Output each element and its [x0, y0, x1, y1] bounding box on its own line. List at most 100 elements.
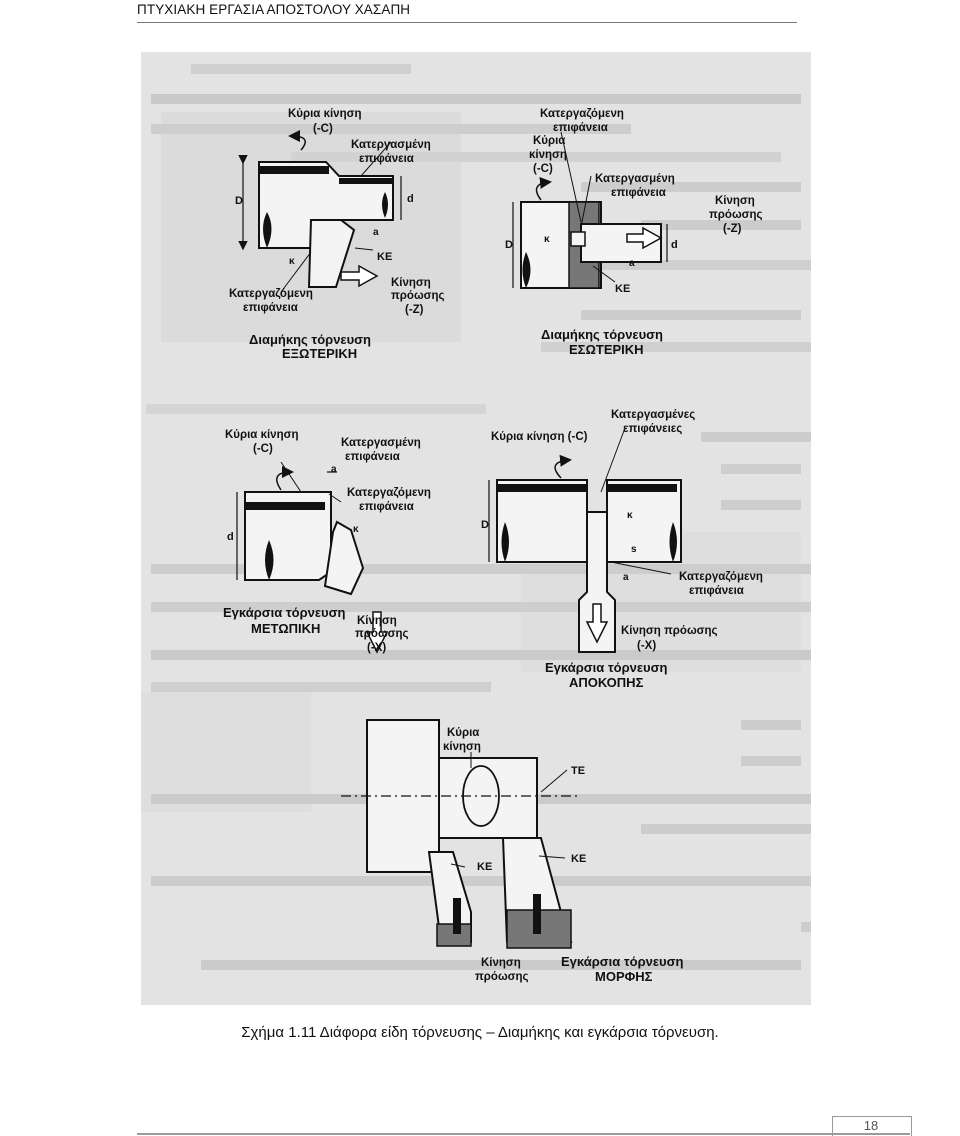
feed-arrow	[533, 894, 541, 934]
leader-line	[592, 265, 616, 283]
panel-title: Διαμήκης τόρνευση	[249, 332, 371, 347]
label-main-motion: Κύρια κίνηση (-C)	[491, 431, 588, 443]
label-machined-surface-2: επιφάνεια	[611, 187, 666, 199]
angle-k: κ	[289, 256, 295, 267]
feed-arrow	[585, 603, 609, 644]
angle-k: κ	[353, 524, 359, 535]
cut-band	[245, 502, 325, 510]
cutting-tool	[323, 520, 365, 596]
leader-line	[450, 863, 466, 868]
shading	[263, 212, 272, 248]
label-feed-2: πρόωσης	[709, 209, 763, 221]
cut-band	[259, 166, 329, 174]
dim-d: d	[671, 239, 678, 251]
panel-external-turning: Κύρια κίνηση (-C) Κατεργασμένη επιφάνεια…	[229, 108, 445, 361]
label-cutting-edge-2: ΚΕ	[571, 853, 586, 865]
label-workpiece-surface-2: επιφάνεια	[243, 302, 298, 314]
label-workpiece-surface-2: επιφάνεια	[553, 122, 608, 134]
label-machined-surfaces-2: επιφάνειες	[623, 423, 682, 435]
label-feed-code: (-X)	[367, 642, 386, 654]
label-machined-surface: Κατεργασμένη	[595, 173, 675, 185]
panel-subtitle: ΜΕΤΩΠΙΚΗ	[251, 621, 320, 636]
label-machined-surface-2: επιφάνεια	[359, 153, 414, 165]
label-feed: Κίνηση	[715, 195, 755, 207]
label-feed-2: πρόωσης	[475, 971, 529, 983]
figure-caption: Σχήμα 1.11 Διάφορα είδη τόρνευσης – Διαμ…	[241, 1024, 719, 1041]
dim-D: D	[481, 519, 489, 531]
leader-line	[600, 427, 626, 493]
rotation-arrow	[276, 466, 294, 491]
label-workpiece-surface-2: επιφάνεια	[689, 585, 744, 597]
label-main-motion-code: (-C)	[313, 123, 333, 135]
rotation-arrow	[288, 130, 306, 151]
label-feed: Κίνηση	[357, 615, 397, 627]
label-feed-code: (-X)	[637, 640, 656, 652]
scanned-figure: Κύρια κίνηση (-C) Κατεργασμένη επιφάνεια…	[141, 52, 811, 1005]
label-workpiece-surface: Κατεργαζόμενη	[229, 288, 313, 300]
tool-tip	[570, 231, 586, 247]
label-machined-surfaces: Κατεργασμένες	[611, 409, 695, 421]
label-main-motion-code: (-C)	[253, 443, 273, 455]
label-feed-code: (-Z)	[723, 223, 742, 235]
leader-line	[328, 493, 342, 503]
label-main-motion-2: κίνηση	[443, 741, 481, 753]
panel-subtitle: ΕΣΩΤΕΡΙΚΗ	[569, 342, 644, 357]
label-main-motion-2: κίνηση	[529, 149, 567, 161]
leader-line	[354, 247, 374, 251]
shading	[382, 192, 388, 218]
label-cutting-edge-1: ΚΕ	[477, 861, 492, 873]
panel-title: Διαμήκης τόρνευση	[541, 327, 663, 342]
leader-line	[360, 141, 392, 177]
panel-parting: Κατεργασμένες επιφάνειες Κύρια κίνηση (-…	[481, 409, 763, 690]
workpiece-left	[496, 479, 588, 563]
figure-drawing: Κύρια κίνηση (-C) Κατεργασμένη επιφάνεια…	[141, 64, 811, 984]
running-header: ΠΤΥΧΙΑΚΗ ΕΡΓΑΣΙΑ ΑΠΟΣΤΟΛΟΥ ΧΑΣΑΠΗ	[137, 0, 797, 23]
footer-rule	[137, 1133, 910, 1135]
label-workpiece-surface: Κατεργαζόμενη	[347, 487, 431, 499]
dim-d: d	[227, 531, 234, 543]
panel-form-turning: Κύρια κίνηση ΤΕ ΚΕ ΚΕ Κίνηση πρόωσης Εγκ…	[341, 719, 684, 984]
dim-D: D	[235, 195, 243, 207]
leader-line	[280, 461, 302, 493]
leader-line	[540, 769, 568, 793]
dim-a: a	[373, 227, 379, 238]
leader-line	[280, 251, 312, 293]
angle-k: κ	[627, 510, 633, 521]
workpiece-profile	[438, 757, 538, 839]
label-workpiece-surface: Κατεργαζόμενη	[679, 571, 763, 583]
label-feed-code: (-Z)	[405, 304, 424, 316]
label-machined-surface-2: επιφάνεια	[345, 451, 400, 463]
leader-line	[560, 131, 582, 223]
leader-line	[610, 561, 672, 575]
panel-title: Εγκάρσια τόρνευση	[223, 605, 346, 620]
panel-title: Εγκάρσια τόρνευση	[561, 954, 684, 969]
dim-s: s	[631, 544, 637, 555]
label-main-motion: Κύρια κίνηση	[288, 108, 362, 120]
label-main-motion: Κύρια	[447, 727, 479, 739]
leader-line	[580, 175, 592, 228]
dim-d: d	[407, 193, 414, 205]
rotation-arrow	[535, 176, 552, 201]
workpiece-right	[606, 479, 682, 563]
page-number-box	[832, 1116, 912, 1136]
shading	[265, 540, 274, 580]
dim-a: a	[629, 258, 635, 269]
cutting-tool	[307, 219, 356, 288]
panel-subtitle: ΑΠΟΚΟΠΗΣ	[569, 675, 644, 690]
label-cutting-edge: ΚΕ	[615, 283, 630, 295]
label-machined-surface: Κατεργασμένη	[351, 139, 431, 151]
label-tool-surface: ΤΕ	[571, 765, 585, 777]
shading	[501, 522, 509, 562]
label-feed: Κίνηση πρόωσης	[621, 625, 718, 637]
dim-a: a	[331, 464, 337, 475]
panel-title: Εγκάρσια τόρνευση	[545, 660, 668, 675]
scan-shadow	[141, 692, 311, 812]
label-feed: Κίνηση	[481, 957, 521, 969]
feed-arrow	[340, 264, 379, 288]
label-workpiece-surface: Κατεργαζόμενη	[540, 108, 624, 120]
dim-D: D	[505, 239, 513, 251]
feed-arrow	[626, 226, 663, 250]
rotation-arrow	[554, 454, 572, 479]
feed-arrow	[365, 611, 389, 654]
shading	[669, 522, 677, 562]
